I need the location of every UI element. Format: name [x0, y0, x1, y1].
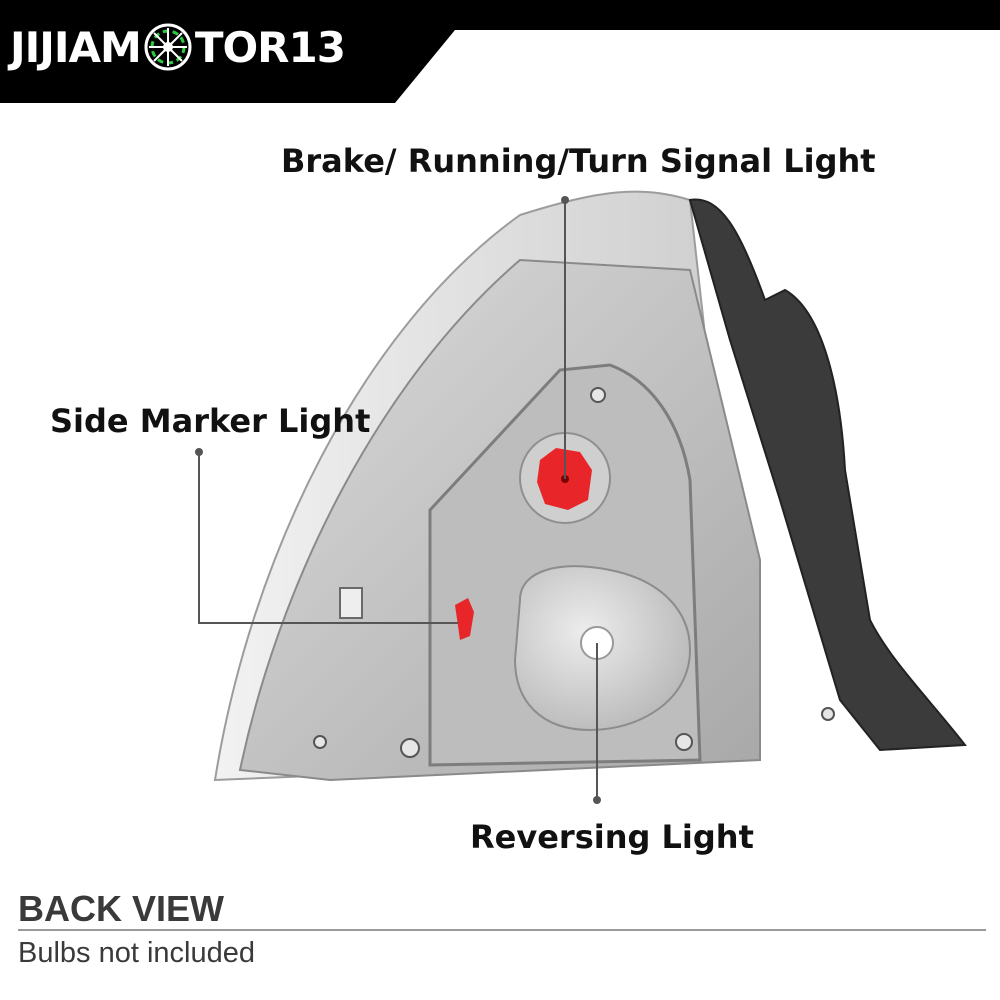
brand-prefix: JIJIAM	[10, 22, 142, 72]
divider	[18, 929, 986, 931]
side-marker-label: Side Marker Light	[50, 402, 371, 440]
brand-banner: JIJIAM TOR13	[0, 0, 1000, 105]
reversing-light-label: Reversing Light	[470, 818, 754, 856]
bulb-note: Bulbs not included	[18, 937, 255, 969]
wheel-icon	[144, 23, 192, 71]
brand-logo: JIJIAM TOR13	[10, 22, 346, 72]
view-title: BACK VIEW	[18, 888, 224, 929]
brand-suffix: TOR13	[194, 22, 346, 72]
brake-light-label: Brake/ Running/Turn Signal Light	[281, 142, 876, 180]
